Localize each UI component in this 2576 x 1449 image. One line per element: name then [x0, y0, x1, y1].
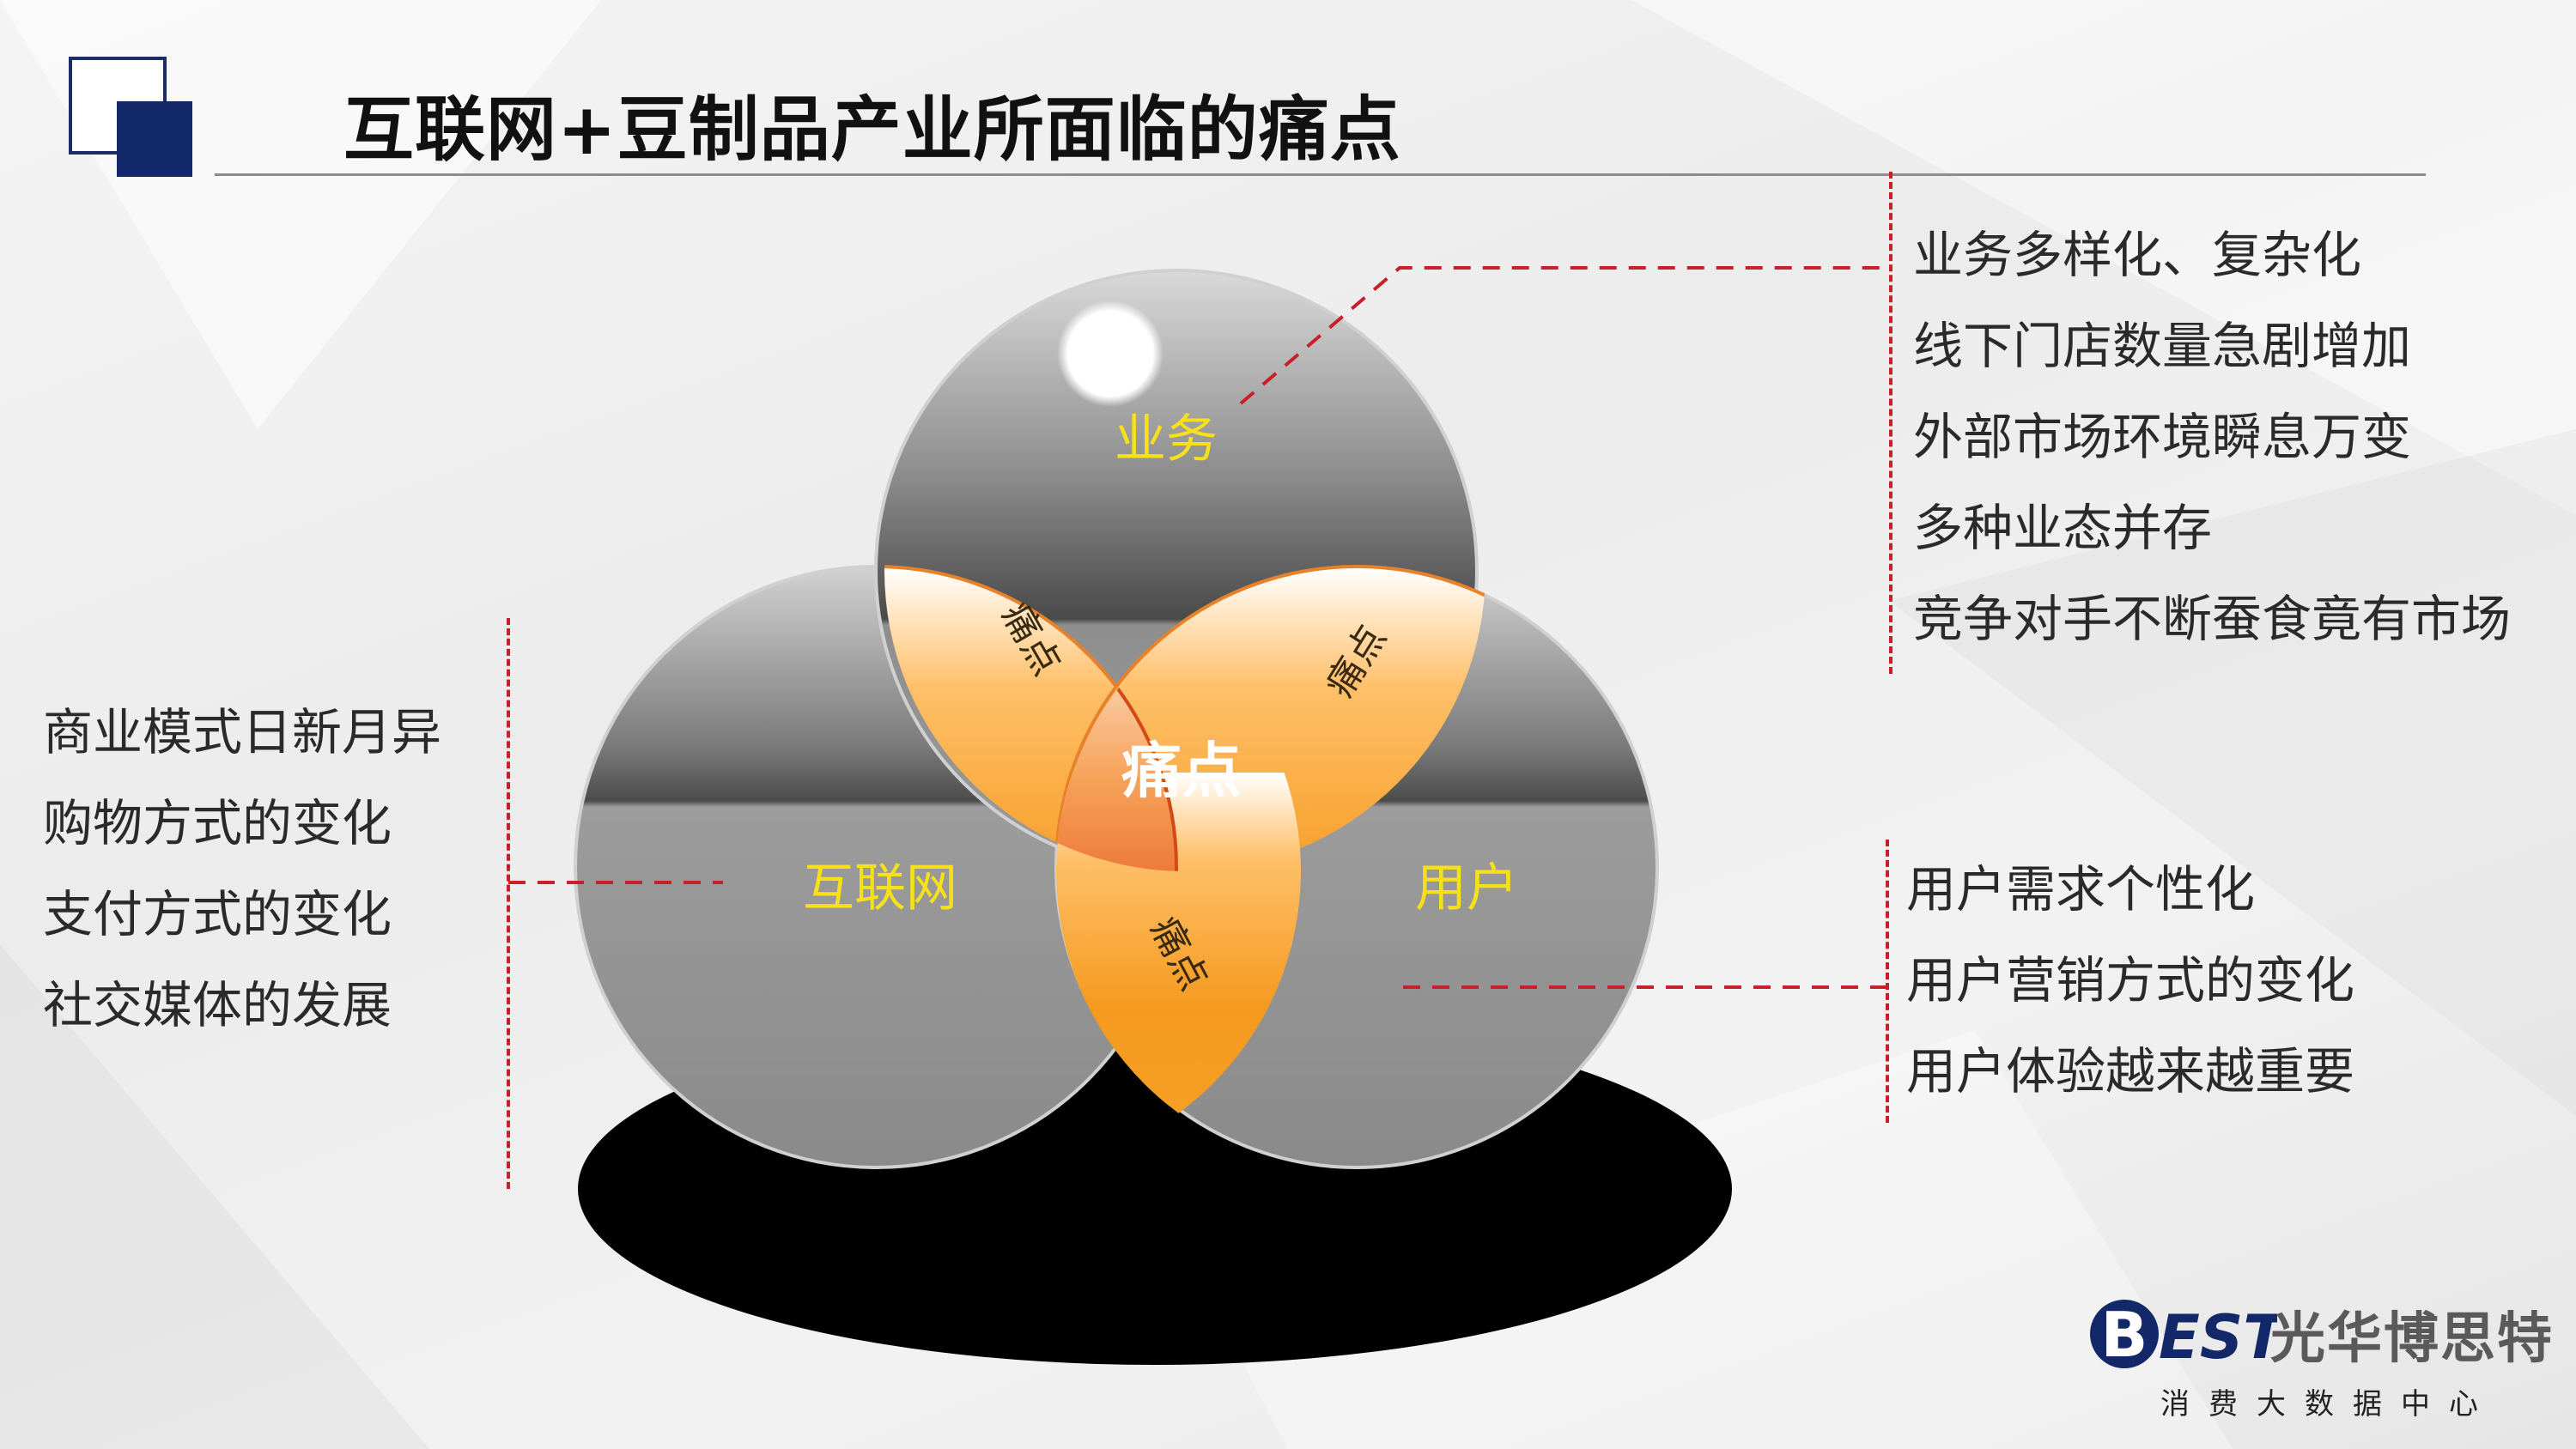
overlap-center [1056, 571, 1178, 871]
list-item: 线下门店数量急剧增加 [1913, 317, 2412, 375]
brand-logo: B EST 光华博思特 消费大数据中心 [2087, 1294, 2552, 1423]
business-pain-list: 业务多样化、复杂化 线下门店数量急剧增加 外部市场环境瞬息万变 多种业态并存 竞… [1913, 209, 2511, 664]
page-title: 互联网+豆制品产业所面临的痛点 [343, 89, 1401, 171]
brand-name: 光华博思特 [2270, 1307, 2554, 1371]
brand-mark-rest: EST [2159, 1302, 2277, 1372]
center-label: 痛点 [1121, 736, 1242, 806]
list-item: 用户体验越来越重要 [1906, 1042, 2355, 1100]
circle-label-internet: 互联网 [803, 858, 957, 919]
list-item: 用户需求个性化 [1906, 860, 2256, 919]
list-item: 多种业态并存 [1913, 499, 2213, 557]
list-item: 购物方式的变化 [43, 794, 392, 852]
internet-pain-list: 商业模式日新月异 购物方式的变化 支付方式的变化 社交媒体的发展 [43, 687, 441, 1051]
brand-mark-letter: B [2101, 1299, 2148, 1371]
brand-mark-icon: B EST [2090, 1299, 2277, 1372]
title-divider [215, 173, 2426, 176]
list-item: 商业模式日新月异 [43, 703, 442, 761]
bracket-internet [507, 618, 510, 1189]
list-item: 业务多样化、复杂化 [1913, 226, 2362, 284]
highlight-dot [1057, 300, 1163, 407]
list-item: 竞争对手不断蚕食竟有市场 [1913, 590, 2512, 648]
corner-logo-fill [117, 101, 192, 177]
circle-label-business: 业务 [1115, 409, 1218, 470]
list-item: 支付方式的变化 [43, 885, 392, 943]
circle-label-user: 用户 [1415, 858, 1518, 919]
list-item: 用户营销方式的变化 [1906, 951, 2355, 1009]
user-pain-list: 用户需求个性化 用户营销方式的变化 用户体验越来越重要 [1906, 844, 2354, 1117]
list-item: 外部市场环境瞬息万变 [1913, 408, 2412, 466]
list-item: 社交媒体的发展 [43, 976, 392, 1034]
bracket-business [1889, 172, 1893, 674]
leader-business [1239, 266, 1889, 405]
bracket-user [1886, 840, 1889, 1123]
brand-tagline: 消费大数据中心 [2160, 1387, 2497, 1422]
